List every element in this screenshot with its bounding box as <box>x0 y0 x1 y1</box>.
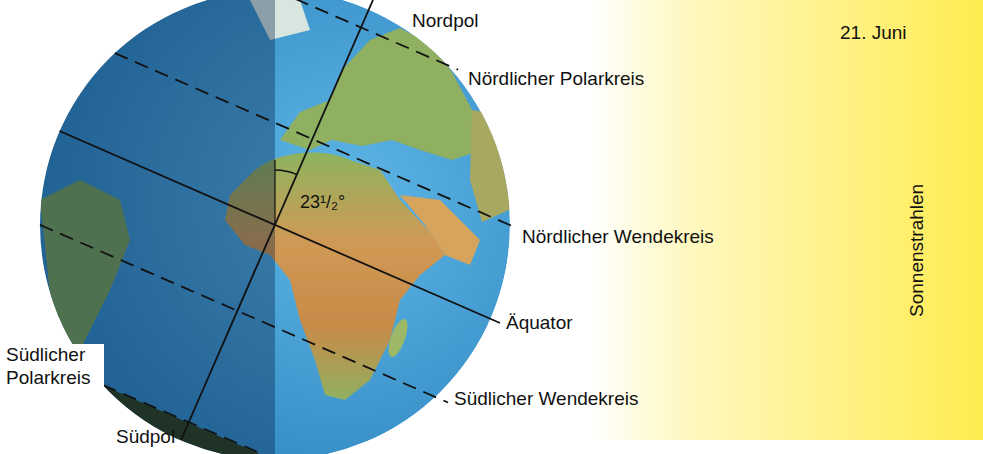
tropic-label: Nördlicher Wendekreis <box>522 226 714 249</box>
equator-label: Äquator <box>506 312 573 335</box>
circle-label: Nördlicher Polarkreis <box>468 68 644 91</box>
date-label: 21. Juni <box>840 22 907 45</box>
circle-label: Südlicher Polarkreis <box>4 344 104 390</box>
sun-label: Sonnenstrahlen <box>907 183 930 316</box>
tropic-label: Südlicher Wendekreis <box>454 388 638 411</box>
pole-label: Südpol <box>116 426 175 449</box>
pole-label: Nordpol <box>412 10 479 33</box>
angle-label: 23¹/₂° <box>300 192 345 214</box>
sun-rays <box>590 0 983 440</box>
